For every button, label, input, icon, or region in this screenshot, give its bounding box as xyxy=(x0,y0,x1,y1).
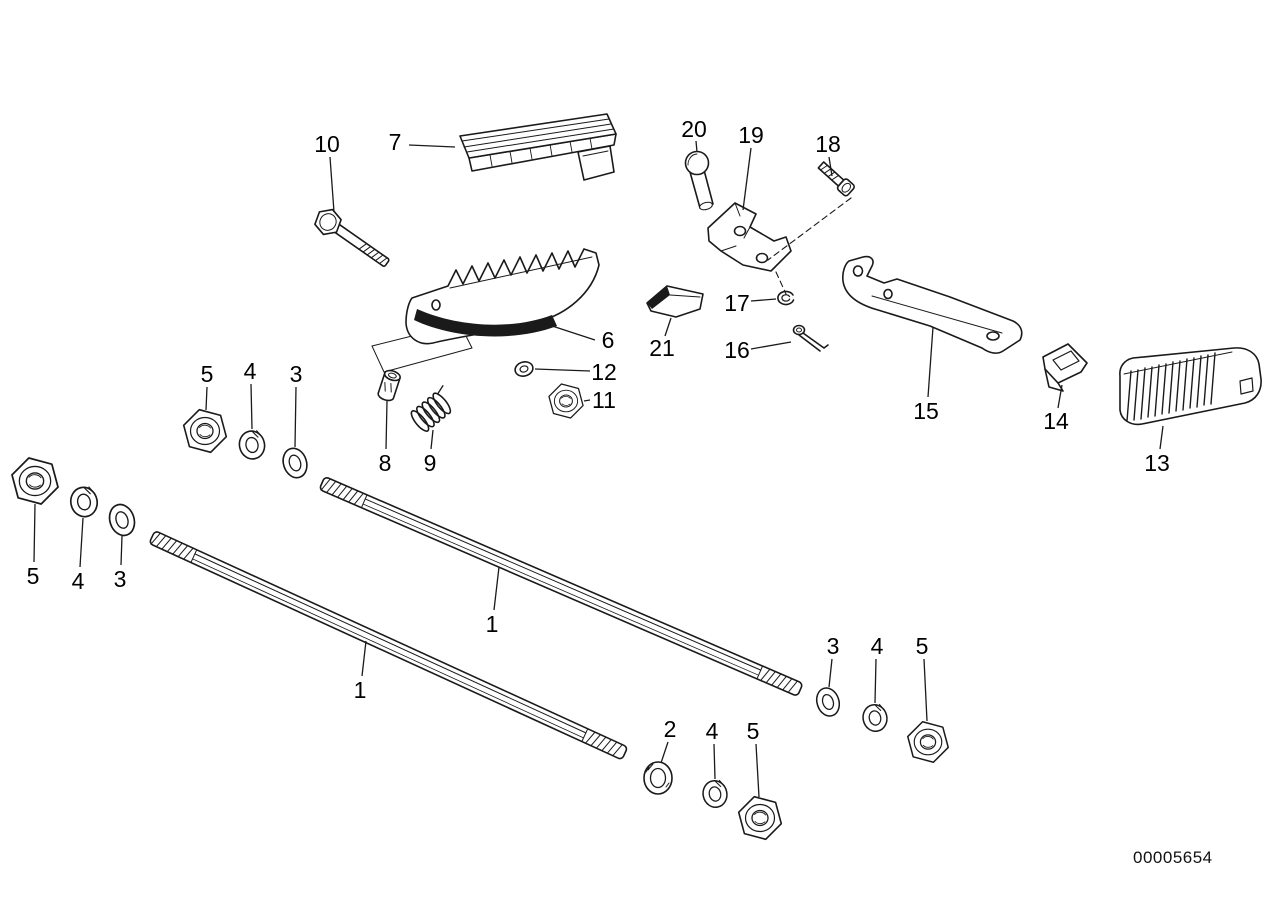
assembly-axis-dashed-line xyxy=(767,197,852,295)
leader-line-9-15 xyxy=(430,429,434,450)
leader-line-10-0 xyxy=(329,156,335,213)
part-3-washer-art xyxy=(812,684,844,720)
leader-line-3-21 xyxy=(120,535,123,566)
part-17-circlip-art xyxy=(777,290,795,306)
leader-line-3-18 xyxy=(294,386,297,448)
part-13-rubber-footrest-art xyxy=(1119,347,1262,426)
part-number-label-9-15: 9 xyxy=(424,450,437,476)
part-4-springwasher-art xyxy=(67,484,101,520)
leader-line-4-20 xyxy=(79,517,84,568)
part-18-screw-art xyxy=(817,161,855,197)
part-3-washer-art xyxy=(278,444,312,482)
part-20-ball-pin-art xyxy=(684,150,714,211)
part-number-label-5-19: 5 xyxy=(27,563,40,589)
part-number-label-4-28: 4 xyxy=(706,718,719,744)
part-number-label-12-12: 12 xyxy=(591,359,617,385)
leader-line-16-8 xyxy=(750,341,792,350)
part-1-upper-rod-art xyxy=(319,477,803,696)
leader-line-1-22 xyxy=(493,566,500,611)
part-number-label-7-1: 7 xyxy=(389,129,402,155)
part-number-label-14-10: 14 xyxy=(1043,408,1069,434)
leader-line-5-26 xyxy=(923,658,928,722)
part-number-label-21-6: 21 xyxy=(649,335,675,361)
leader-line-19-3 xyxy=(742,147,752,211)
part-number-label-3-18: 3 xyxy=(290,361,303,387)
part-15-lever-art xyxy=(842,255,1023,354)
leader-line-4-25 xyxy=(874,658,877,704)
leader-line-21-6 xyxy=(664,317,672,337)
part-16-cotter-pin-art xyxy=(792,324,829,352)
part-11-nut-art xyxy=(548,383,584,419)
part-number-label-5-16: 5 xyxy=(201,361,214,387)
leader-line-2-27 xyxy=(660,741,669,764)
part-4-springwasher-art xyxy=(236,427,268,463)
leader-line-4-17 xyxy=(250,383,253,430)
part-12-washer-art xyxy=(514,361,534,377)
document-number: 00005654 xyxy=(1133,848,1213,867)
part-number-label-8-14: 8 xyxy=(379,450,392,476)
part-number-label-18-4: 18 xyxy=(815,131,841,157)
leader-line-1-23 xyxy=(361,640,367,677)
leader-line-6-5 xyxy=(542,322,596,341)
part-7-pad-art xyxy=(459,113,617,181)
part-6-serrated-plate-art xyxy=(405,248,600,345)
part-number-label-6-5: 6 xyxy=(602,327,615,353)
part-number-label-4-20: 4 xyxy=(72,568,85,594)
part-8-spacer-art xyxy=(377,369,401,402)
leader-line-13-11 xyxy=(1159,425,1164,450)
leader-line-4-28 xyxy=(713,743,716,780)
part-5-nut-art xyxy=(182,408,228,454)
part-number-label-10-0: 10 xyxy=(314,131,340,157)
leader-line-5-19 xyxy=(33,503,36,563)
part-number-label-3-24: 3 xyxy=(827,633,840,659)
part-number-label-15-9: 15 xyxy=(913,398,939,424)
leader-line-11-13 xyxy=(583,399,591,402)
part-number-label-4-17: 4 xyxy=(244,358,257,384)
part-number-label-20-2: 20 xyxy=(681,116,707,142)
leader-line-8-14 xyxy=(385,400,388,450)
leader-line-18-4 xyxy=(828,156,833,177)
part-19-bracket-art xyxy=(707,202,792,272)
part-number-label-1-22: 1 xyxy=(486,611,499,637)
part-number-label-3-21: 3 xyxy=(114,566,127,592)
part-14-clip-art xyxy=(1042,343,1088,392)
part-number-label-19-3: 19 xyxy=(738,122,764,148)
part-9-spring-art xyxy=(410,385,452,432)
leader-line-15-9 xyxy=(927,326,934,398)
part-2-bushing-art xyxy=(643,761,673,795)
part-1-lower-rod-art xyxy=(149,531,628,760)
part-number-label-11-13: 11 xyxy=(592,387,616,413)
part-5-nut-art xyxy=(907,721,949,763)
part-4-springwasher-art xyxy=(699,777,731,811)
part-21-wedge-art xyxy=(646,285,704,318)
leader-line-5-29 xyxy=(755,743,760,798)
part-number-label-16-8: 16 xyxy=(724,337,750,363)
part-5-nut-art xyxy=(11,457,59,505)
part-10-bolt-art xyxy=(314,208,390,267)
leader-line-7-1 xyxy=(408,144,456,148)
leader-line-12-12 xyxy=(534,368,591,372)
leader-line-5-16 xyxy=(205,386,208,411)
part-number-label-5-26: 5 xyxy=(916,633,929,659)
part-3-washer-art xyxy=(104,500,140,540)
part-number-label-13-11: 13 xyxy=(1144,450,1170,476)
part-5-nut-art xyxy=(737,795,783,841)
part-number-label-1-23: 1 xyxy=(354,677,367,703)
part-number-label-17-7: 17 xyxy=(724,290,750,316)
leader-line-14-10 xyxy=(1057,384,1063,409)
part-number-label-2-27: 2 xyxy=(664,716,677,742)
part-4-springwasher-art xyxy=(859,701,891,735)
leader-line-3-24 xyxy=(828,658,833,688)
part-number-label-4-25: 4 xyxy=(871,633,884,659)
part-number-label-5-29: 5 xyxy=(747,718,760,744)
leader-line-17-7 xyxy=(750,298,777,302)
leader-line-20-2 xyxy=(695,140,698,153)
